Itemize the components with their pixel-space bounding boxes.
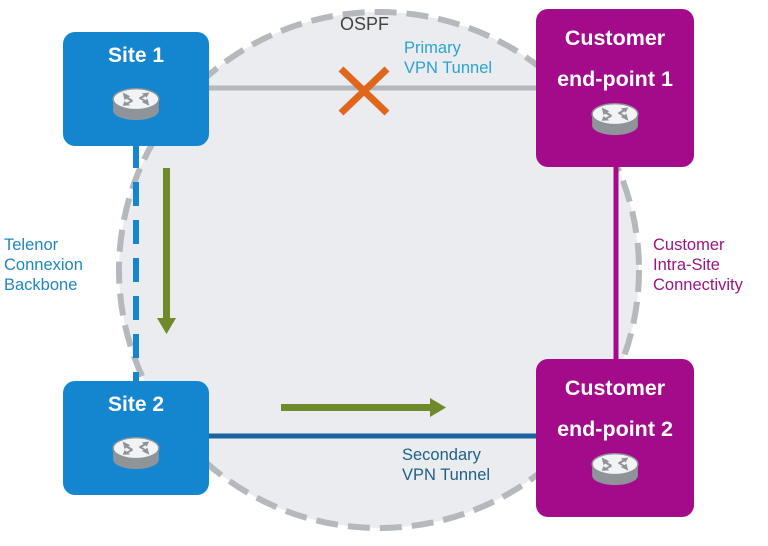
customer-end-point-2-node[interactable]: Customer end-point 2 — [536, 359, 694, 517]
customer-end-point-2-title-line1: Customer — [564, 376, 666, 400]
intra-site-label-line2: Intra-Site — [653, 256, 720, 275]
customer-end-point-2-title-line2: end-point 2 — [557, 417, 673, 442]
backbone-label-line1: Telenor — [4, 236, 59, 254]
intra-site-label-line1: Customer — [653, 236, 725, 254]
customer-end-point-1-title-line2: end-point 1 — [557, 67, 673, 92]
site-2-title: Site 2 — [107, 393, 165, 416]
intra-site-label: Customer Intra-Site Connectivity — [653, 235, 743, 295]
primary-vpn-tunnel-label: Primary VPN Tunnel — [404, 38, 492, 78]
site-1-title: Site 1 — [107, 44, 165, 67]
router-icon — [112, 436, 160, 470]
customer-end-point-1-node[interactable]: Customer end-point 1 — [536, 9, 694, 167]
flow-arrow-right-icon — [281, 398, 446, 417]
ospf-domain-area — [116, 9, 642, 531]
site-1-node[interactable]: Site 1 — [63, 32, 209, 146]
secondary-label-line1: Secondary — [402, 446, 481, 464]
primary-label-line2: VPN Tunnel — [404, 59, 493, 78]
secondary-label-line2: VPN Tunnel — [402, 466, 491, 485]
router-icon — [591, 452, 639, 486]
router-icon — [591, 102, 639, 136]
site-2-node[interactable]: Site 2 — [63, 381, 209, 495]
ospf-label: OSPF — [340, 14, 390, 34]
x-mark-icon — [338, 66, 390, 116]
primary-label-line1: Primary — [404, 39, 461, 57]
customer-end-point-1-title-line1: Customer — [564, 26, 666, 50]
backbone-label: Telenor Connexion Backbone — [4, 235, 83, 295]
backbone-label-line2: Connexion — [4, 256, 83, 275]
secondary-vpn-tunnel-label: Secondary VPN Tunnel — [402, 445, 490, 485]
flow-arrow-down-icon — [157, 168, 176, 334]
router-icon — [112, 87, 160, 121]
backbone-label-line3: Backbone — [4, 276, 78, 295]
intra-site-label-line3: Connectivity — [653, 276, 743, 295]
